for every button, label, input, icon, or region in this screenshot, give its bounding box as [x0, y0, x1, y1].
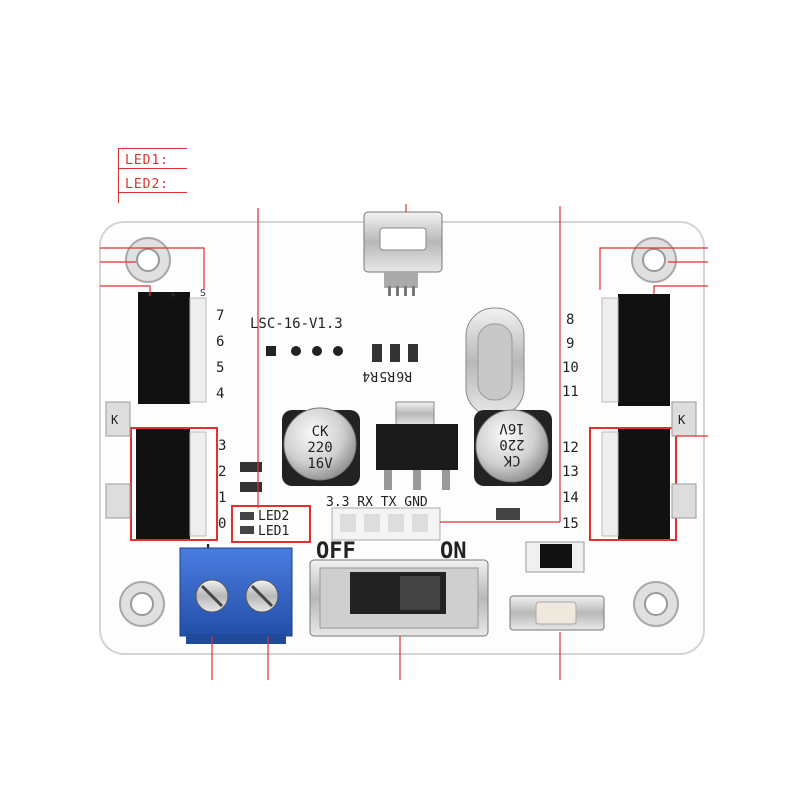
capacitor-left: CK 220 16V — [282, 407, 360, 486]
mounting-holes — [119, 237, 679, 627]
smd-diode-right — [525, 541, 585, 573]
channel-3: 3 — [218, 438, 226, 454]
led1-label: LED1 — [258, 524, 289, 539]
board-model-label: LSC-16-V1.3 — [250, 316, 343, 332]
cap-right-value: 220 — [499, 436, 524, 452]
channel-2: 2 — [218, 464, 226, 480]
cap-left-value: 220 — [307, 440, 332, 456]
pin-mark-minus: - — [146, 290, 152, 301]
led-callout-box: LED1: LED2: — [118, 148, 187, 203]
channel-15: 15 — [562, 516, 579, 532]
channel-1: 1 — [218, 490, 226, 506]
led2-label: LED2 — [258, 509, 289, 524]
cap-left-brand: CK — [312, 424, 329, 440]
servo-header-right — [589, 294, 677, 541]
diode-mark-right: K — [678, 413, 686, 427]
pin-mark-plus: + — [170, 290, 176, 301]
channel-13: 13 — [562, 464, 579, 480]
pin-mark-signal: S — [200, 288, 206, 299]
callout-lines — [100, 204, 708, 680]
micro-usb-connector — [363, 211, 443, 296]
resistor-label-r6: R6 — [396, 368, 412, 383]
channel-labels-left: 7 6 5 4 3 2 1 0 — [216, 308, 226, 532]
channel-11: 11 — [562, 384, 579, 400]
capacitor-right: CK 220 16V — [474, 409, 552, 486]
led-area: LED2 LED1 — [231, 462, 311, 543]
power-slide-switch: OFF ON — [309, 539, 489, 637]
resistor-label-r4: R4 — [362, 368, 378, 383]
callout-led1-label: LED1: — [119, 154, 187, 169]
cap-right-voltage: 16V — [499, 420, 525, 436]
resistors: R6 R5 R4 — [362, 344, 418, 383]
channel-8: 8 — [566, 312, 574, 328]
uart-header: 3.3 RX TX GND — [326, 495, 441, 541]
power-terminal: + - — [179, 537, 293, 644]
channel-0: 0 — [218, 516, 226, 532]
diode-mark-left: K — [111, 413, 119, 427]
channel-9: 9 — [566, 336, 574, 352]
reset-button — [509, 595, 605, 631]
resistor-label-r5: R5 — [379, 368, 395, 383]
channel-12: 12 — [562, 440, 579, 456]
channel-5: 5 — [216, 360, 224, 376]
cap-left-voltage: 16V — [307, 456, 333, 472]
voltage-regulator — [376, 401, 458, 490]
diodes: K K — [105, 401, 697, 519]
channel-14: 14 — [562, 490, 579, 506]
channel-10: 10 — [562, 360, 579, 376]
callout-led2-label: LED2: — [119, 178, 187, 193]
smd-component — [496, 508, 520, 520]
channel-labels-right: 8 9 10 11 12 13 14 15 — [562, 312, 579, 532]
servo-header-left: - + S — [130, 288, 218, 541]
channel-7: 7 — [216, 308, 224, 324]
test-pads — [266, 346, 343, 356]
cap-right-brand: CK — [503, 452, 520, 468]
channel-4: 4 — [216, 386, 224, 402]
crystal-oscillator — [465, 307, 525, 417]
uart-header-label: 3.3 RX TX GND — [326, 495, 428, 510]
channel-6: 6 — [216, 334, 224, 350]
